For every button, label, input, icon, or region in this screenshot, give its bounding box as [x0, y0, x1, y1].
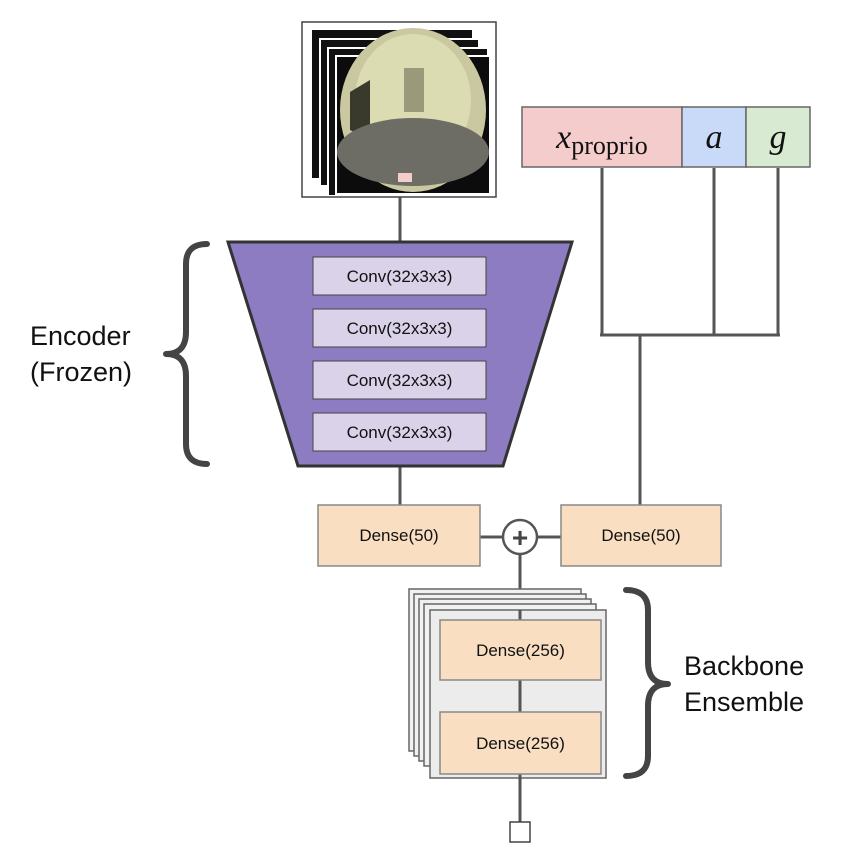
dense-right-label: Dense(50) [601, 526, 680, 545]
backbone-layer-label: Dense(256) [476, 641, 565, 660]
plus-icon: + [512, 522, 528, 553]
conv-layer-2: Conv(32x3x3) [312, 308, 487, 348]
dense-right-box: Dense(50) [560, 504, 722, 567]
dense-left-box: Dense(50) [317, 504, 481, 567]
merge-node: + [501, 518, 539, 556]
action-input-box: a [681, 106, 747, 168]
output-node [509, 821, 531, 843]
action-symbol: a [706, 119, 723, 156]
proprio-input-box: xproprio [521, 106, 683, 168]
camera-image-stack [301, 21, 497, 198]
goal-symbol: g [770, 119, 787, 156]
conv-layer-label: Conv(32x3x3) [347, 423, 453, 442]
dense-left-label: Dense(50) [359, 526, 438, 545]
encoder-label-line2: (Frozen) [30, 357, 133, 387]
conv-layer-1: Conv(32x3x3) [312, 256, 487, 296]
encoder-label: Encoder (Frozen) [30, 318, 132, 390]
backbone-label: Backbone Ensemble [684, 648, 804, 720]
conv-layer-label: Conv(32x3x3) [347, 319, 453, 338]
encoder-brace [163, 241, 210, 467]
proprio-subscript: proprio [571, 131, 648, 160]
conv-layer-label: Conv(32x3x3) [347, 267, 453, 286]
backbone-layer-label: Dense(256) [476, 734, 565, 753]
encoder-block [225, 240, 575, 468]
conv-layer-label: Conv(32x3x3) [347, 371, 453, 390]
backbone-brace [623, 587, 671, 779]
goal-input-box: g [745, 106, 811, 168]
conv-layer-4: Conv(32x3x3) [312, 412, 487, 452]
proprio-symbol: x [555, 119, 571, 156]
backbone-label-line2: Ensemble [684, 687, 805, 717]
backbone-layer-2: Dense(256) [439, 711, 602, 775]
conv-layer-3: Conv(32x3x3) [312, 360, 487, 400]
svg-text:xproprio: xproprio [555, 119, 648, 160]
backbone-label-line1: Backbone [684, 651, 805, 681]
backbone-layer-1: Dense(256) [439, 619, 602, 681]
encoder-label-line1: Encoder [30, 321, 131, 351]
